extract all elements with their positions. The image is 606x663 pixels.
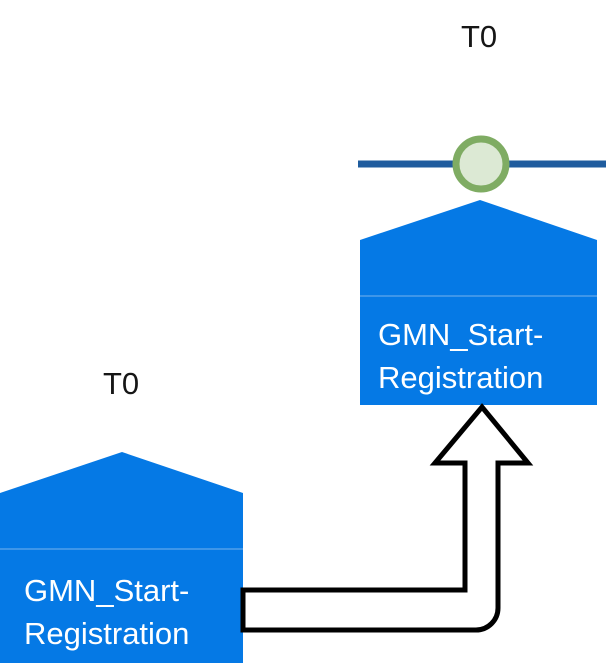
- source-node-label-line2: Registration: [24, 616, 189, 651]
- source-node-pentagon[interactable]: [0, 452, 243, 663]
- target-node-group[interactable]: GMN_Start- Registration T0: [358, 19, 606, 405]
- target-node-label-line2: Registration: [378, 360, 543, 395]
- target-node-label-line1: GMN_Start-: [378, 317, 543, 352]
- green-circle-event-icon[interactable]: [452, 135, 510, 193]
- mapping-arrow-group[interactable]: [240, 403, 534, 633]
- target-node-time-label: T0: [461, 19, 497, 54]
- source-node-time-label: T0: [103, 366, 139, 401]
- target-node-pentagon[interactable]: [360, 200, 597, 405]
- source-node-group[interactable]: GMN_Start- Registration T0: [0, 366, 243, 663]
- source-node-label-line1: GMN_Start-: [24, 573, 189, 608]
- mapping-arrow[interactable]: [240, 403, 534, 633]
